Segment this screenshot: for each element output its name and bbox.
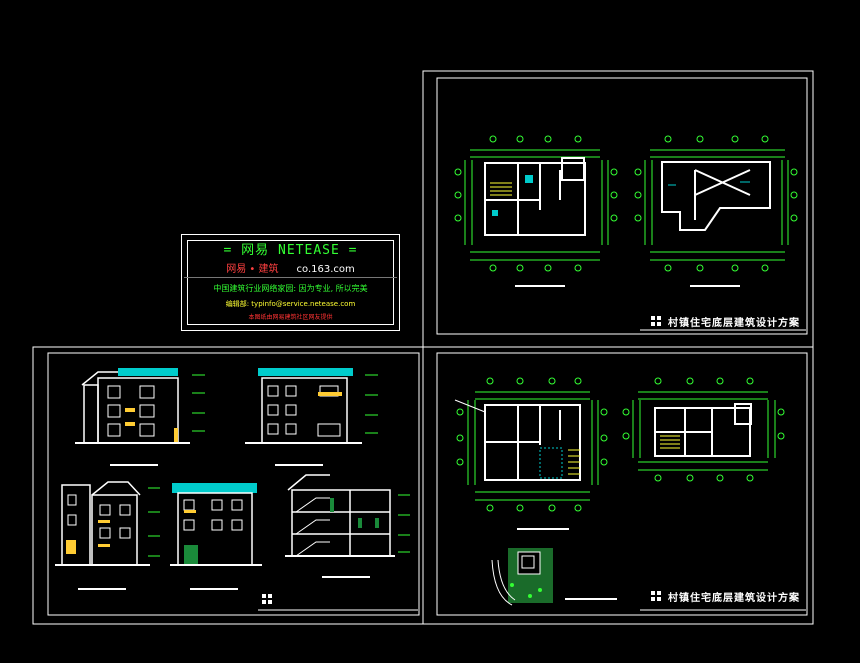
title-block-grid-icon — [262, 594, 272, 604]
stamp-email: 编辑部: typinfo@service.netease.com — [225, 300, 356, 308]
elevation-south — [75, 368, 205, 466]
netease-stamp: = 网易 NETEASE = 网易 • 建筑 co.163.com 中国建筑行业网… — [181, 234, 400, 331]
stamp-brand: 网易 • 建筑 — [226, 264, 279, 275]
stamp-inner-frame — [187, 240, 394, 325]
stamp-brand-line: 网易 • 建筑 co.163.com — [182, 260, 399, 275]
sheet-title-top-right: 村镇住宅底层建筑设计方案 — [668, 318, 800, 329]
stamp-separator — [184, 277, 397, 278]
building-section — [285, 474, 410, 578]
floor-plan-3 — [622, 377, 785, 482]
sheet-frame-bottom-right — [422, 346, 814, 625]
title-block-grid-icon — [651, 591, 661, 601]
sheet-title-bottom-right: 村镇住宅底层建筑设计方案 — [668, 593, 800, 604]
floor-plan-2 — [454, 377, 608, 530]
stamp-url: co.163.com — [296, 264, 355, 275]
sheet-frame-bottom-left — [32, 346, 424, 625]
stamp-slogan: 中国建筑行业网络家园: 因为专业, 所以完美 — [213, 284, 368, 293]
elevation-north — [245, 368, 378, 466]
elevation-east — [55, 481, 160, 590]
title-block-lines — [258, 329, 806, 611]
floor-plan-1 — [454, 135, 618, 287]
elevation-west — [170, 483, 262, 590]
roof-plan — [634, 135, 798, 287]
stamp-title: = 网易 NETEASE = — [223, 243, 358, 258]
stamp-disclaimer: 本图纸由网易建筑社区网友提供 — [248, 314, 333, 321]
title-block-grid-icon — [651, 316, 661, 326]
site-plan — [491, 548, 617, 606]
